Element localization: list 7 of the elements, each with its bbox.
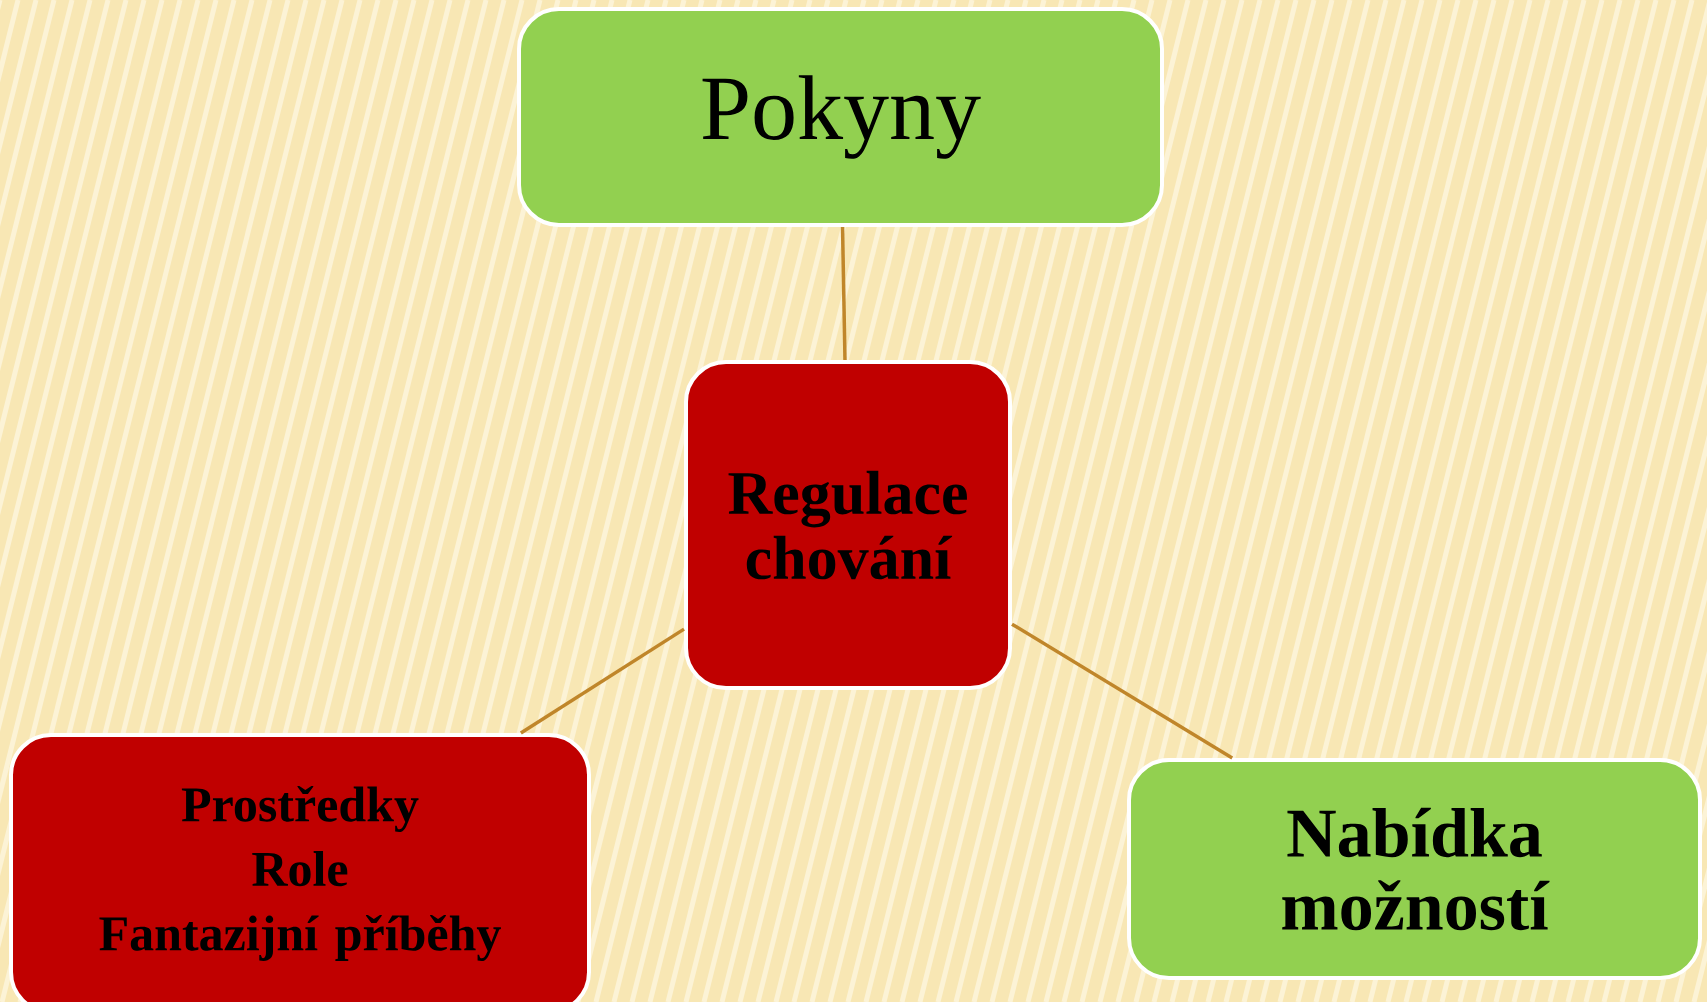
process-box: Pokyny [517,7,1164,227]
process-box: Prostředky Role Fantazijní příběhy [9,733,591,1002]
process-box: Nabídka možností [1127,758,1702,980]
connector-line [519,627,685,735]
connector-line [1011,622,1234,760]
connector-line [840,226,847,361]
process-box: Regulace chování [684,360,1012,690]
